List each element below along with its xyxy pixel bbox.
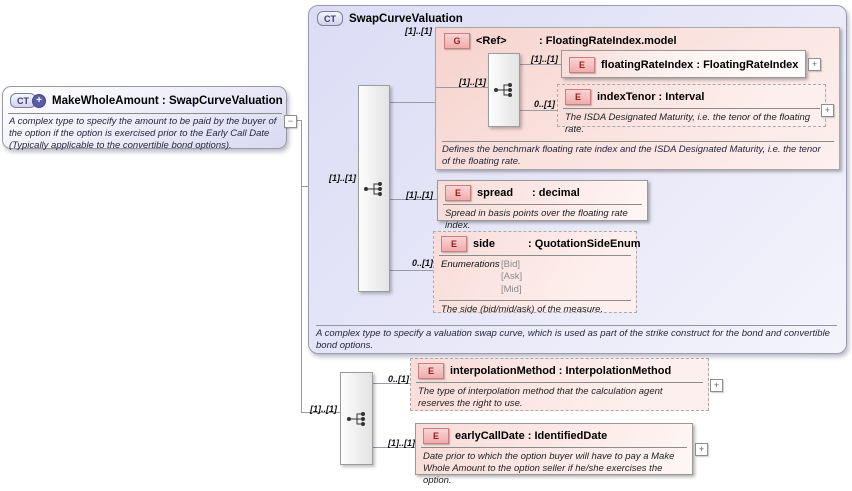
element-floatingRateIndex[interactable]: E floatingRateIndex FloatingRateIndex bbox=[561, 50, 806, 78]
divider bbox=[421, 447, 687, 448]
connector-line bbox=[436, 87, 488, 88]
connector-line bbox=[388, 199, 437, 200]
element-description: Date prior to which the option buyer wil… bbox=[423, 451, 675, 486]
expand-icon[interactable]: + bbox=[695, 443, 708, 456]
element-icon: E bbox=[423, 428, 449, 444]
divider bbox=[8, 113, 282, 114]
makewholeamount-type: SwapCurveValuation bbox=[159, 95, 283, 107]
cardinality-label: 0..[1] bbox=[533, 99, 555, 109]
enumeration-values: [Bid] [Ask] [Mid] bbox=[501, 259, 522, 296]
ref-group-header: G <Ref> FloatingRateIndex.model bbox=[444, 33, 677, 49]
element-indexTenor[interactable]: E indexTenor Interval The ISDA Designate… bbox=[557, 84, 826, 135]
makewholeamount-name: MakeWholeAmount bbox=[52, 94, 159, 107]
complextype-icon: CT bbox=[317, 11, 343, 26]
enumeration-value: [Mid] bbox=[501, 283, 522, 295]
sequence-icon bbox=[494, 83, 512, 97]
element-name: floatingRateIndex bbox=[601, 59, 694, 71]
cardinality-label: [1]..[1] bbox=[388, 438, 415, 448]
ref-group-description: Defines the benchmark floating rate inde… bbox=[442, 144, 821, 167]
cardinality-label: [1]..[1] bbox=[459, 77, 486, 87]
enumerations-label: Enumerations bbox=[441, 259, 500, 270]
connector-line bbox=[518, 110, 557, 111]
enumerations-block: Enumerations [Bid] [Ask] [Mid] bbox=[434, 256, 636, 300]
sequence-connector[interactable] bbox=[358, 85, 390, 292]
makewholeamount-description: A complex type to specify the amount to … bbox=[9, 116, 277, 151]
element-name: side bbox=[473, 238, 496, 250]
cardinality-label: [1]..[1] bbox=[329, 173, 356, 183]
divider bbox=[443, 204, 642, 205]
connector-line bbox=[371, 447, 415, 448]
element-header: E interpolationMethod InterpolationMetho… bbox=[411, 359, 708, 382]
group-icon: G bbox=[444, 33, 470, 49]
element-header: E earlyCallDate IdentifiedDate bbox=[416, 424, 692, 447]
divider bbox=[439, 300, 631, 302]
plus-badge: + bbox=[32, 93, 46, 108]
collapse-icon[interactable]: − bbox=[284, 115, 297, 128]
element-header: E spread decimal bbox=[438, 181, 647, 204]
connector-line bbox=[388, 270, 435, 271]
element-header: E side QuotationSideEnum bbox=[434, 232, 641, 255]
divider bbox=[416, 382, 703, 383]
sequence-connector[interactable] bbox=[340, 372, 373, 465]
element-name: interpolationMethod bbox=[450, 365, 556, 377]
connector-line bbox=[371, 383, 410, 384]
divider bbox=[442, 141, 834, 142]
element-header: E indexTenor Interval bbox=[558, 85, 825, 108]
element-type: InterpolationMethod bbox=[556, 365, 672, 377]
element-icon: E bbox=[441, 236, 467, 252]
sequence-icon bbox=[346, 411, 365, 426]
element-type: FloatingRateIndex bbox=[693, 59, 798, 71]
element-name: indexTenor bbox=[597, 91, 656, 103]
sequence-icon bbox=[364, 181, 382, 196]
divider bbox=[316, 325, 837, 326]
element-icon: E bbox=[418, 363, 444, 379]
connector-line bbox=[301, 412, 341, 413]
divider bbox=[439, 255, 631, 256]
element-side[interactable]: E side QuotationSideEnum Enumerations [B… bbox=[433, 231, 641, 315]
ref-group-name: <Ref> bbox=[476, 35, 507, 47]
element-icon: E bbox=[445, 185, 471, 201]
connector-line bbox=[301, 120, 302, 413]
element-description: The type of interpolation method that th… bbox=[418, 386, 663, 409]
element-type: IdentifiedDate bbox=[525, 430, 608, 442]
cardinality-label: [1]..[1] bbox=[310, 404, 337, 414]
element-description: The side (bid/mid/ask) of the measure. bbox=[441, 304, 604, 316]
divider bbox=[563, 108, 820, 109]
connector-line bbox=[296, 120, 302, 121]
complextype-plus-icon: CT + bbox=[10, 93, 46, 108]
element-icon: E bbox=[569, 57, 595, 73]
element-earlyCallDate[interactable]: E earlyCallDate IdentifiedDate Date prio… bbox=[415, 423, 693, 486]
enumeration-value: [Ask] bbox=[501, 271, 523, 283]
element-description: Spread in basis points over the floating… bbox=[445, 208, 628, 231]
connector-line bbox=[388, 102, 435, 103]
expand-icon[interactable]: + bbox=[808, 58, 821, 71]
makewholeamount-header: CT + MakeWholeAmount SwapCurveValuation bbox=[10, 93, 283, 108]
element-spread[interactable]: E spread decimal Spread in basis points … bbox=[437, 180, 648, 231]
enumeration-value: [Bid] bbox=[501, 259, 521, 270]
element-icon: E bbox=[565, 89, 591, 105]
element-description: The ISDA Designated Maturity, i.e. the t… bbox=[565, 112, 811, 135]
expand-icon[interactable]: + bbox=[710, 379, 723, 392]
sequence-connector[interactable] bbox=[488, 53, 520, 127]
cardinality-label: [1]..[1] bbox=[531, 54, 558, 64]
cardinality-label: [1]..[1] bbox=[406, 190, 433, 200]
connector-line bbox=[518, 64, 561, 65]
element-type: Interval bbox=[655, 91, 704, 103]
swapcurvevaluation-header: CT SwapCurveValuation bbox=[317, 11, 463, 26]
swapcurvevaluation-description: A complex type to specify a valuation sw… bbox=[316, 328, 830, 351]
element-type: QuotationSideEnum bbox=[525, 238, 641, 250]
element-name: spread bbox=[477, 187, 514, 199]
expand-icon[interactable]: + bbox=[821, 104, 834, 117]
element-header: E floatingRateIndex FloatingRateIndex bbox=[562, 51, 805, 76]
element-type: decimal bbox=[529, 187, 580, 199]
cardinality-label: [1]..[1] bbox=[405, 26, 432, 36]
element-name: earlyCallDate bbox=[455, 430, 525, 442]
swapcurvevaluation-title: SwapCurveValuation bbox=[349, 12, 463, 25]
element-interpolationMethod[interactable]: E interpolationMethod InterpolationMetho… bbox=[410, 358, 709, 411]
cardinality-label: 0..[1] bbox=[387, 374, 409, 384]
cardinality-label: 0..[1] bbox=[411, 258, 433, 268]
ref-group-type: FloatingRateIndex.model bbox=[536, 35, 677, 47]
makewholeamount-complextype-box: CT + MakeWholeAmount SwapCurveValuation … bbox=[2, 86, 287, 151]
complextype-icon: CT bbox=[10, 93, 36, 108]
